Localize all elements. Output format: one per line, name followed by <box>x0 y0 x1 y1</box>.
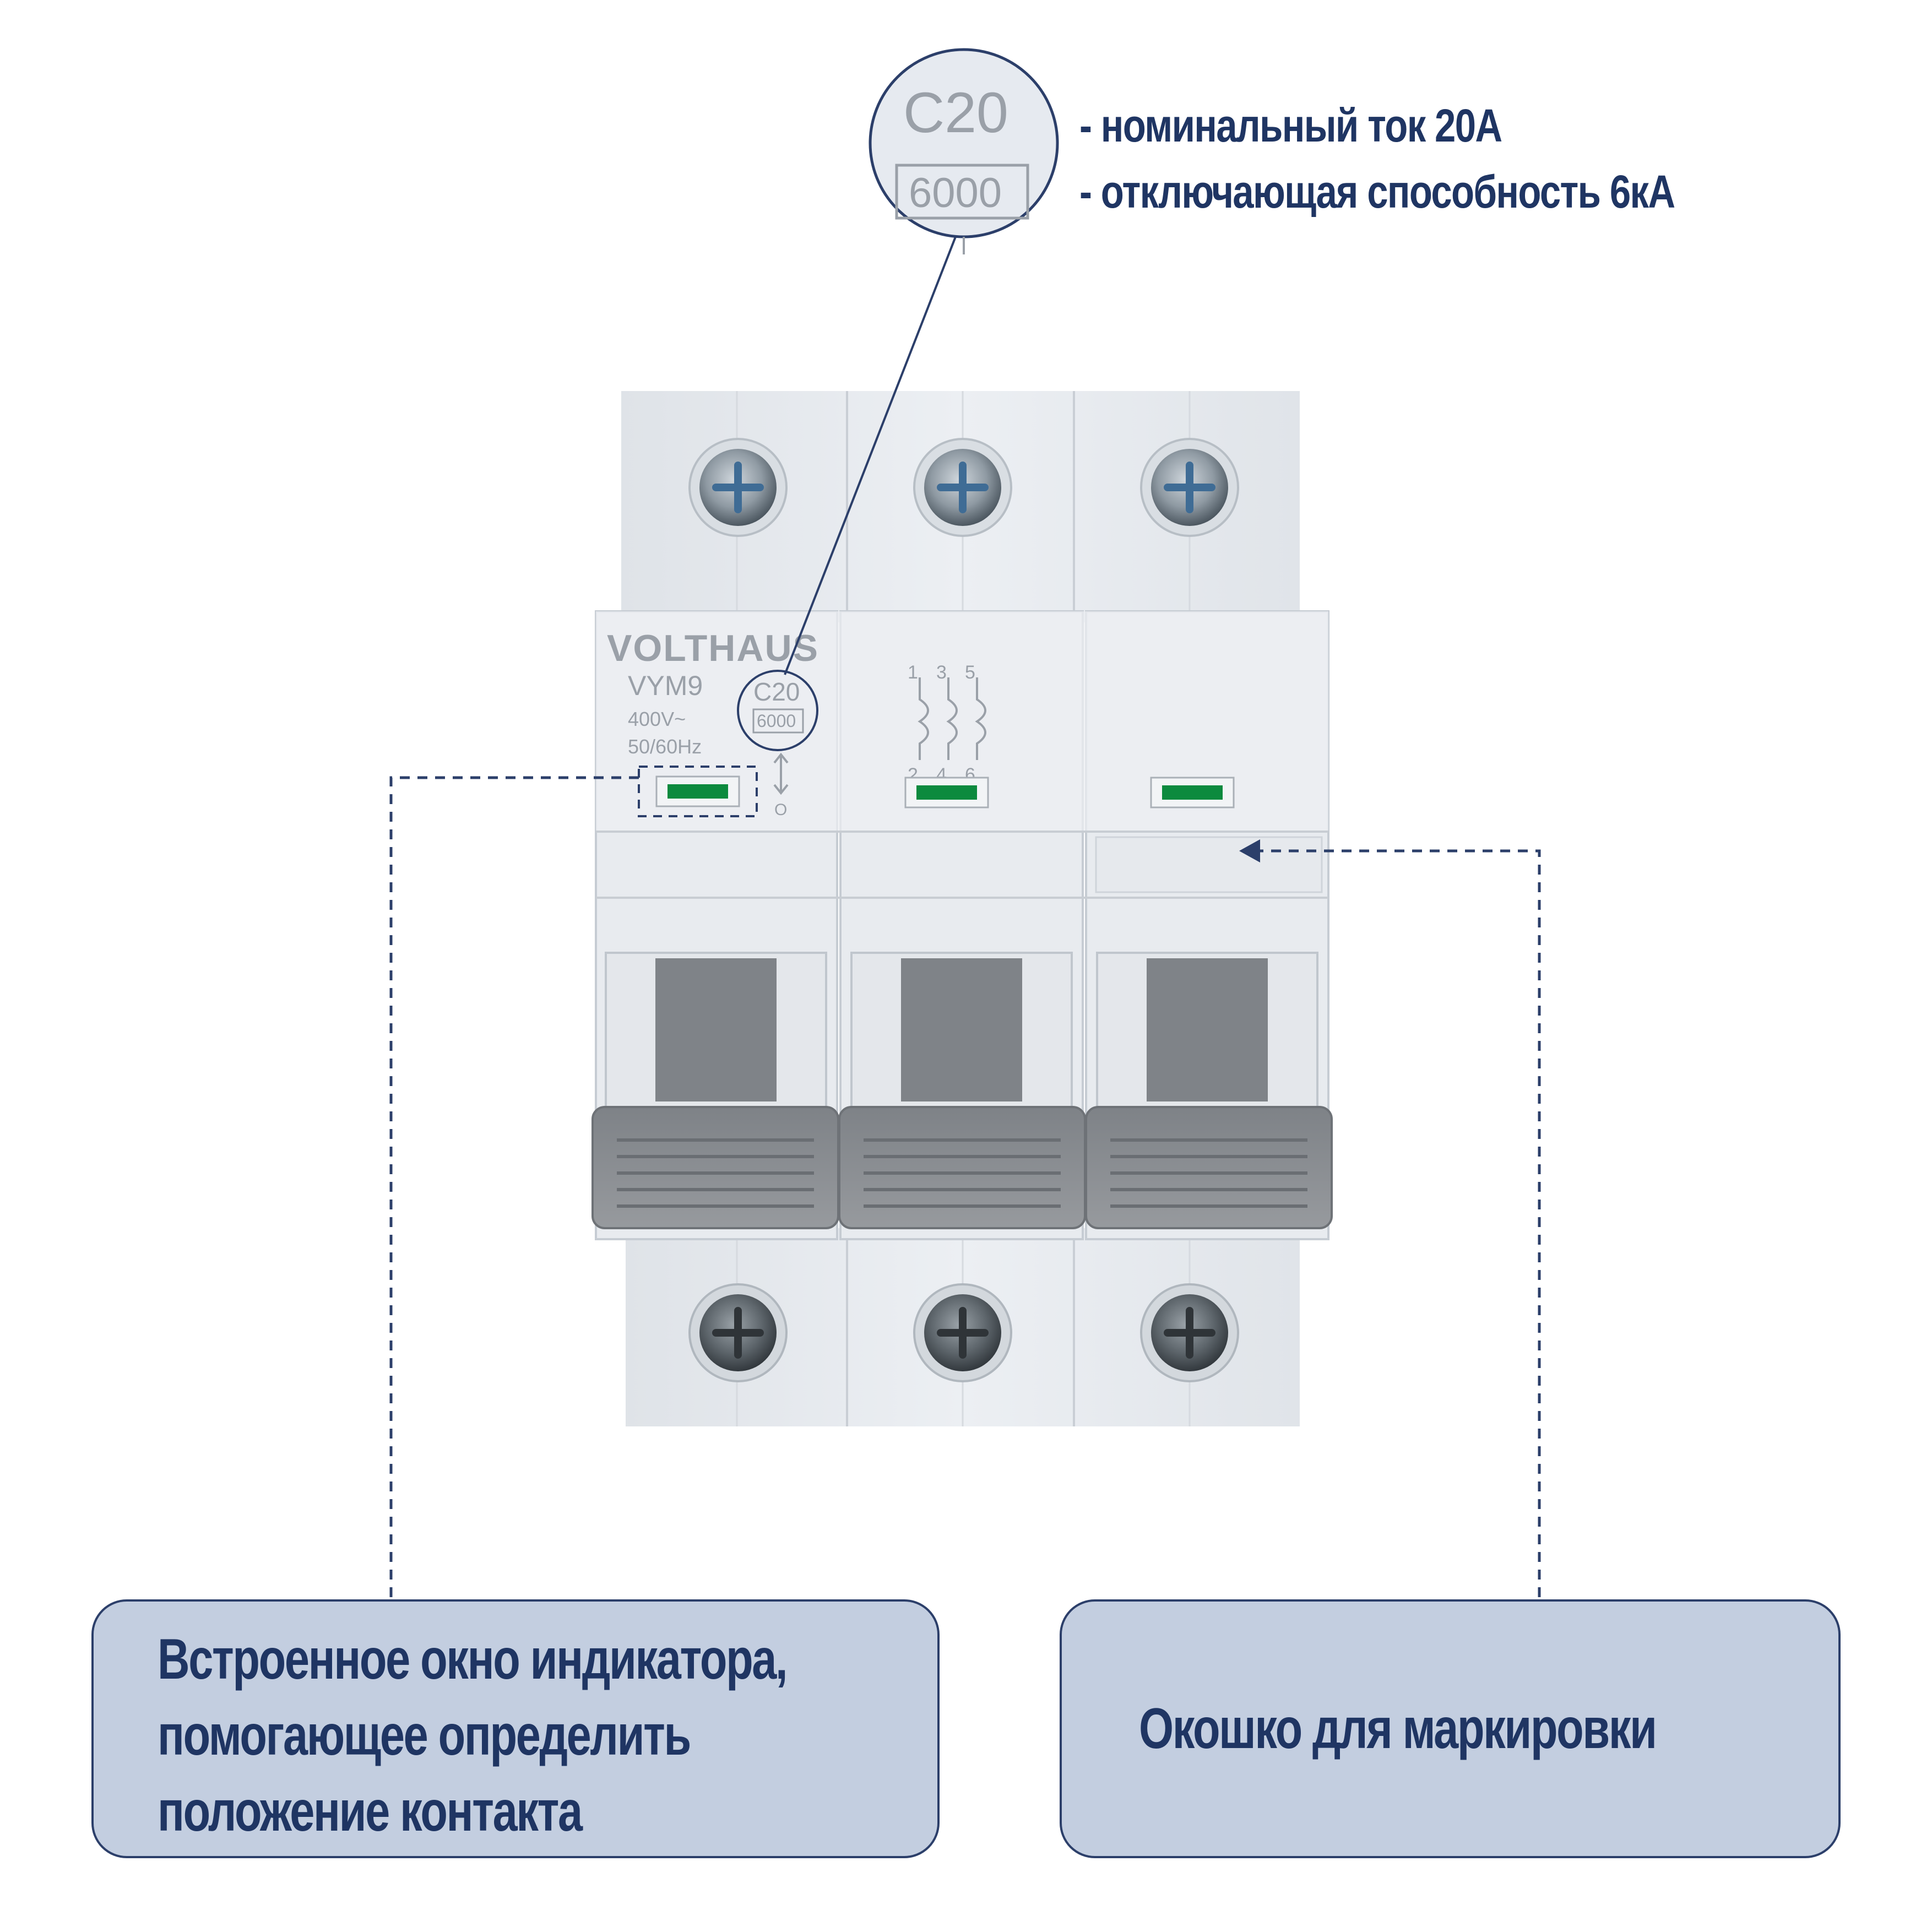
zoom-connector-line <box>784 236 957 675</box>
frequency-label: 50/60Hz <box>628 735 702 758</box>
indicator-leader-line <box>389 776 639 1597</box>
indicator-window-2 <box>904 777 989 808</box>
voltage-label: 400V~ <box>628 708 686 730</box>
callout-indicator-line-1: Встроенное окно индикатора, <box>158 1627 788 1691</box>
spec-rated-current: - номинальный ток 20А <box>1079 100 1502 151</box>
handle-housing-1 <box>605 952 827 1108</box>
screw-top-2 <box>913 438 1012 537</box>
callout-label-window-text: Окошко для маркировки <box>1139 1697 1657 1761</box>
zoom-capacity-label: 6000 <box>909 170 1002 216</box>
breaker-capacity-label: 6000 <box>757 711 796 731</box>
screw-top-1 <box>688 438 788 537</box>
toggle-handle-2 <box>838 1106 1086 1229</box>
zoom-rating-label: C20 <box>903 81 1008 145</box>
screw-top-3 <box>1140 438 1239 537</box>
indicator-window-1 <box>655 775 740 807</box>
breaker-rating-label: C20 <box>753 677 800 706</box>
brand-label: VOLTHAUS <box>607 627 819 669</box>
terminal-top-5: 5 <box>965 662 975 683</box>
callout-label-window: Окошко для маркировки <box>1060 1599 1841 1858</box>
callout-indicator: Встроенное окно индикатора, помогающее о… <box>91 1599 940 1858</box>
label-window <box>1095 836 1323 893</box>
model-label: VYM9 <box>628 670 703 701</box>
zoom-badge: C20 6000 <box>869 48 1059 254</box>
arrow-head-icon <box>1239 839 1260 862</box>
screw-bottom-1 <box>688 1283 788 1382</box>
spec-breaking-capacity: - отключающая способность 6кА <box>1079 166 1675 218</box>
circuit-breaker: VOLTHAUS VYM9 400V~ 50/60Hz C20 6000 O 1… <box>591 391 1333 1426</box>
label-window-leader-line <box>1256 849 1541 1597</box>
terminal-top-3: 3 <box>936 662 947 683</box>
screw-bottom-2 <box>913 1283 1012 1382</box>
toggle-handle-1 <box>591 1106 839 1229</box>
rating-highlight-circle <box>737 670 818 751</box>
toggle-handle-3 <box>1085 1106 1333 1229</box>
callout-indicator-line-2: помогающее определить <box>158 1703 691 1767</box>
indicator-window-3 <box>1150 777 1235 808</box>
wiring-diagram <box>918 677 986 760</box>
off-symbol: O <box>774 801 787 819</box>
callout-indicator-line-3: положение контакта <box>158 1779 583 1843</box>
handle-housing-3 <box>1096 952 1318 1108</box>
screw-bottom-3 <box>1140 1283 1239 1382</box>
handle-housing-2 <box>850 952 1073 1108</box>
terminal-top-1: 1 <box>908 662 918 683</box>
indicator-highlight-box <box>638 766 758 817</box>
